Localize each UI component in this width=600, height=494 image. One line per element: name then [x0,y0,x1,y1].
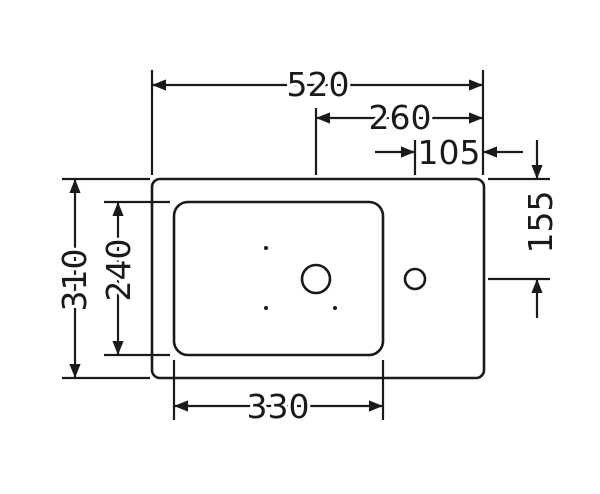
dim-155: 155 [488,140,563,318]
dim-260: 260 [314,95,483,175]
dim-label-155: 155 [521,191,560,254]
fixing-point [264,306,268,310]
dim-330: 330 [172,360,385,429]
dim-label-520: 520 [287,65,350,104]
dim-310: 310 [52,177,150,380]
dim-label-310: 310 [55,249,94,312]
dim-label-240: 240 [99,239,138,302]
dim-label-260: 260 [369,98,432,137]
dim-label-330: 330 [247,387,310,426]
dim-240: 240 [96,200,170,357]
dim-105: 105 [375,130,523,175]
fixing-point [333,306,337,310]
fixing-point [264,246,268,250]
drain-hole [300,263,332,295]
dim-overall-width: 520 [150,62,485,175]
tap-hole [403,267,427,291]
dim-label-105: 105 [418,133,481,172]
bowl-outline [172,200,385,357]
